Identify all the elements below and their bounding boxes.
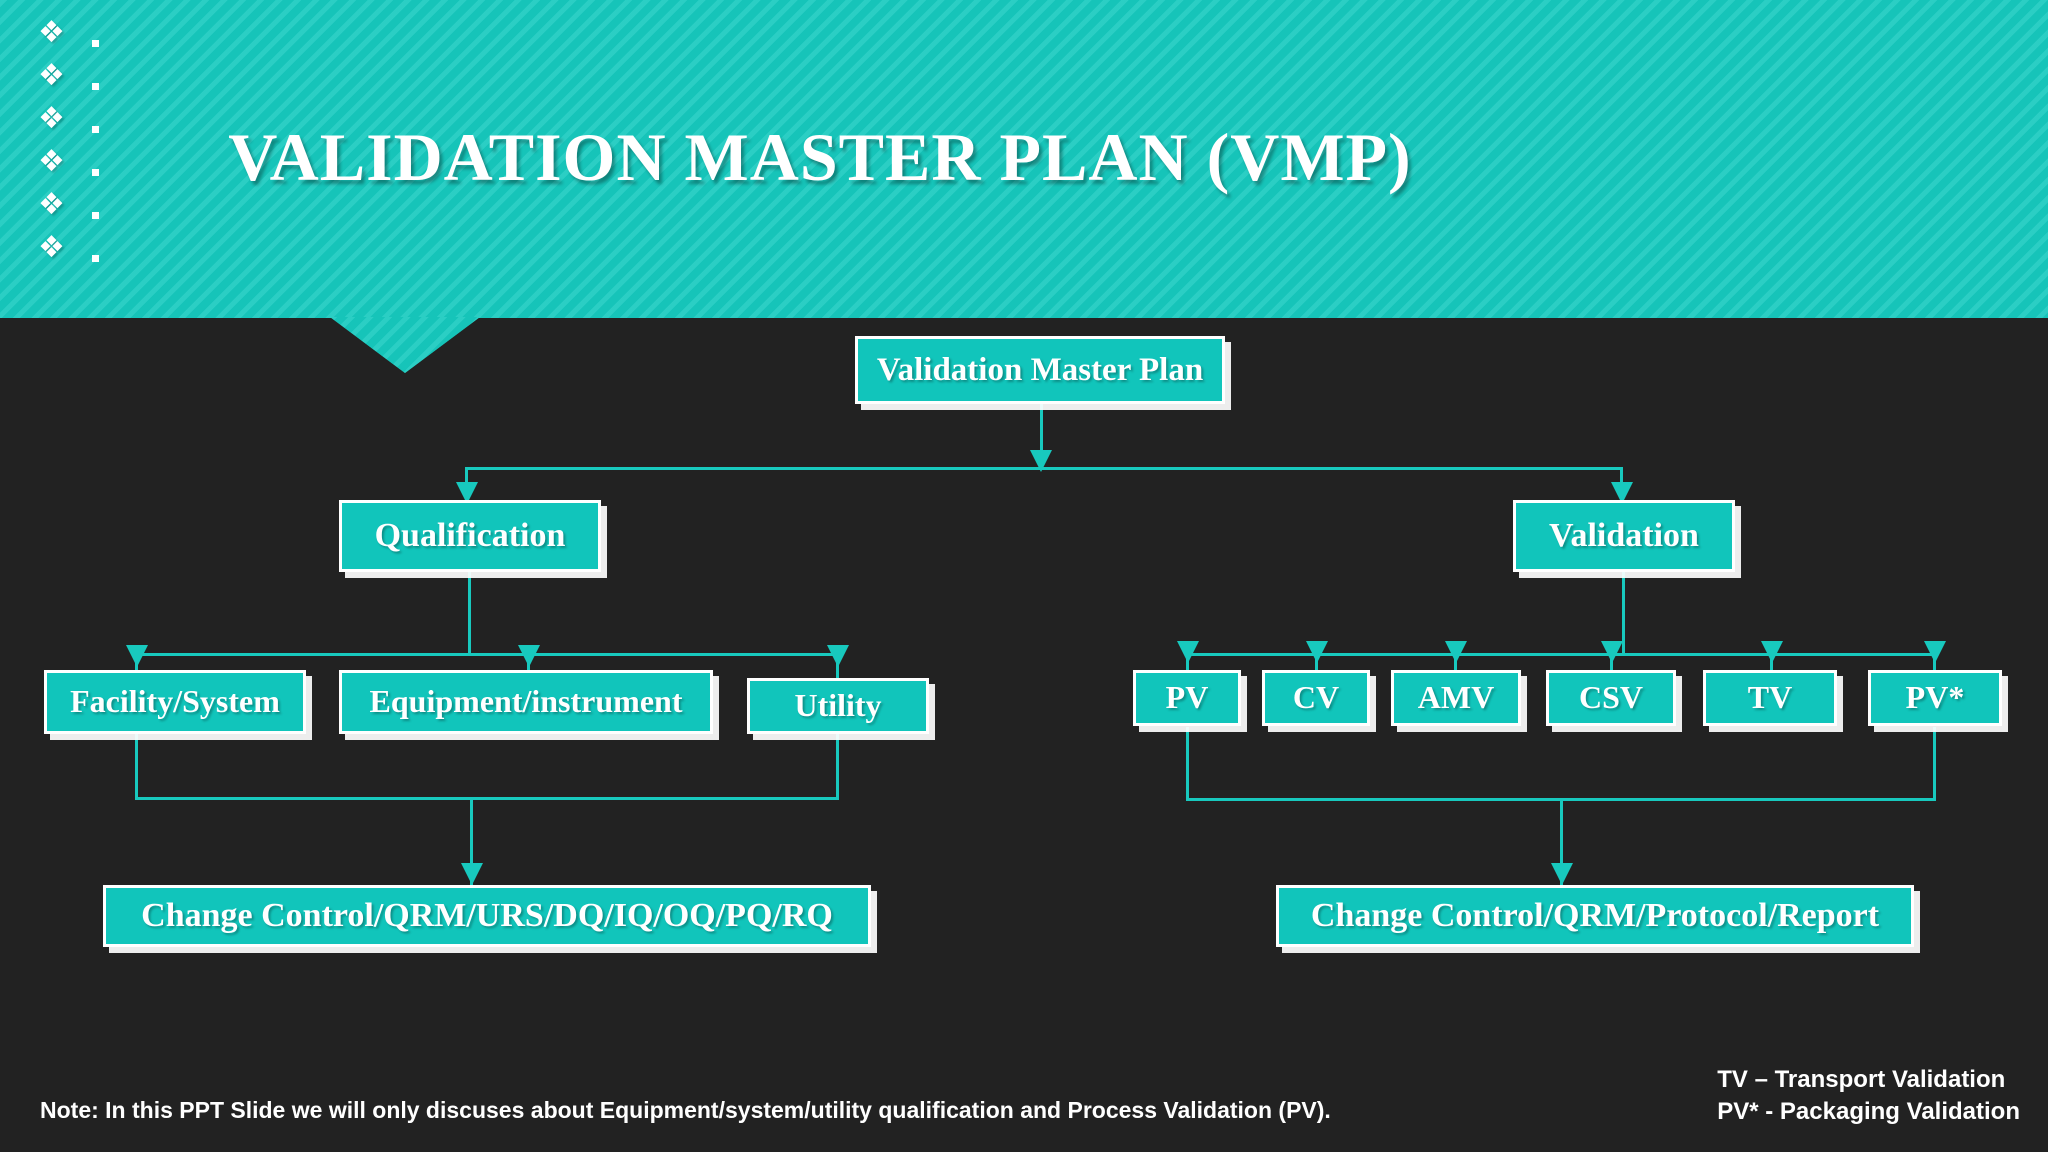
bullet-dot-icon	[92, 212, 99, 219]
bullet-row: ❖	[38, 190, 128, 239]
connector-left-outcome-stem	[470, 797, 473, 885]
node-label: Facility/System	[70, 683, 280, 720]
node-label: Validation Master Plan	[876, 351, 1204, 388]
node-left-outcome[interactable]: Change Control/QRM/URS/DQ/IQ/OQ/PQ/RQ	[103, 885, 871, 947]
arrow-pvstar-icon	[1924, 641, 1946, 663]
node-cv[interactable]: CV	[1262, 670, 1370, 726]
node-validation-master-plan[interactable]: Validation Master Plan	[855, 336, 1225, 404]
arrow-facility-icon	[126, 645, 148, 667]
node-tv[interactable]: TV	[1703, 670, 1837, 726]
node-label: Equipment/instrument	[369, 683, 683, 720]
arrow-equipment-icon	[518, 645, 540, 667]
connector-to-utility	[836, 653, 839, 698]
diamond-cluster-icon: ❖	[38, 144, 65, 179]
legend-line-pvstar: PV* - Packaging Validation	[1717, 1097, 2020, 1125]
connector-root-stem	[1040, 404, 1043, 460]
connector-left-merge-bar	[135, 797, 839, 800]
connector-qualification-bar	[135, 653, 839, 656]
arrow-utility-icon	[827, 645, 849, 667]
connector-qualification-stem	[468, 572, 471, 656]
node-equipment-instrument[interactable]: Equipment/instrument	[339, 670, 713, 734]
node-utility[interactable]: Utility	[747, 678, 929, 734]
node-label: CSV	[1578, 679, 1643, 716]
node-label: Utility	[794, 687, 882, 724]
node-label: PV	[1165, 679, 1209, 716]
node-validation[interactable]: Validation	[1513, 500, 1735, 572]
connector-level2-bar	[465, 467, 1623, 470]
node-label: Change Control/QRM/URS/DQ/IQ/OQ/PQ/RQ	[141, 897, 833, 935]
connector-validation-stem	[1622, 572, 1625, 656]
bullet-row: ❖	[38, 104, 128, 153]
header-band	[0, 0, 2048, 318]
arrow-tv-icon	[1761, 641, 1783, 663]
diamond-cluster-icon: ❖	[38, 187, 65, 222]
connector-validation-bar	[1186, 653, 1936, 656]
arrow-left-outcome-icon	[461, 863, 483, 885]
page-title: VALIDATION MASTER PLAN (VMP)	[228, 119, 1412, 195]
arrow-right-outcome-icon	[1551, 863, 1573, 885]
diamond-cluster-icon: ❖	[38, 15, 65, 50]
arrow-csv-icon	[1601, 641, 1623, 663]
node-right-outcome[interactable]: Change Control/QRM/Protocol/Report	[1276, 885, 1914, 947]
arrow-root-down-icon	[1030, 450, 1052, 472]
node-label: Change Control/QRM/Protocol/Report	[1310, 897, 1880, 935]
arrow-cv-icon	[1306, 641, 1328, 663]
connector-pvstar-down	[1933, 727, 1936, 801]
connector-right-outcome-stem	[1560, 798, 1563, 885]
arrow-validation-icon	[1611, 482, 1633, 504]
bullet-dot-icon	[92, 83, 99, 90]
node-csv[interactable]: CSV	[1546, 670, 1676, 726]
bullet-row: ❖	[38, 147, 128, 196]
legend-line-tv: TV – Transport Validation	[1717, 1066, 2006, 1093]
connector-pv-down	[1186, 727, 1189, 801]
connector-facility-down	[135, 733, 138, 800]
bullet-dot-icon	[92, 126, 99, 133]
bullet-row: ❖	[38, 61, 128, 110]
node-label: Qualification	[374, 517, 566, 555]
bullet-row: ❖	[38, 18, 128, 67]
arrow-pv-icon	[1177, 641, 1199, 663]
node-amv[interactable]: AMV	[1391, 670, 1521, 726]
node-label: CV	[1292, 679, 1340, 716]
node-pv[interactable]: PV	[1133, 670, 1241, 726]
node-qualification[interactable]: Qualification	[339, 500, 601, 572]
bullet-dot-icon	[92, 40, 99, 47]
bullet-dot-icon	[92, 169, 99, 176]
diamond-cluster-icon: ❖	[38, 58, 65, 93]
arrow-qualification-icon	[456, 482, 478, 504]
node-pv-star[interactable]: PV*	[1868, 670, 2002, 726]
node-label: AMV	[1417, 679, 1495, 716]
footer-note: Note: In this PPT Slide we will only dis…	[40, 1097, 1331, 1123]
node-label: PV*	[1905, 679, 1965, 716]
decorative-bullet-column: ❖ ❖ ❖ ❖ ❖ ❖	[38, 18, 128, 282]
node-facility-system[interactable]: Facility/System	[44, 670, 306, 734]
arrow-amv-icon	[1445, 641, 1467, 663]
node-label: TV	[1747, 679, 1793, 716]
connector-utility-down	[836, 733, 839, 800]
bullet-dot-icon	[92, 255, 99, 262]
bullet-row: ❖	[38, 233, 128, 282]
legend-block: TV – Transport Validation PV* - Packagin…	[1717, 1064, 2020, 1127]
diamond-cluster-icon: ❖	[38, 101, 65, 136]
diamond-cluster-icon: ❖	[38, 230, 65, 265]
node-label: Validation	[1549, 517, 1699, 555]
